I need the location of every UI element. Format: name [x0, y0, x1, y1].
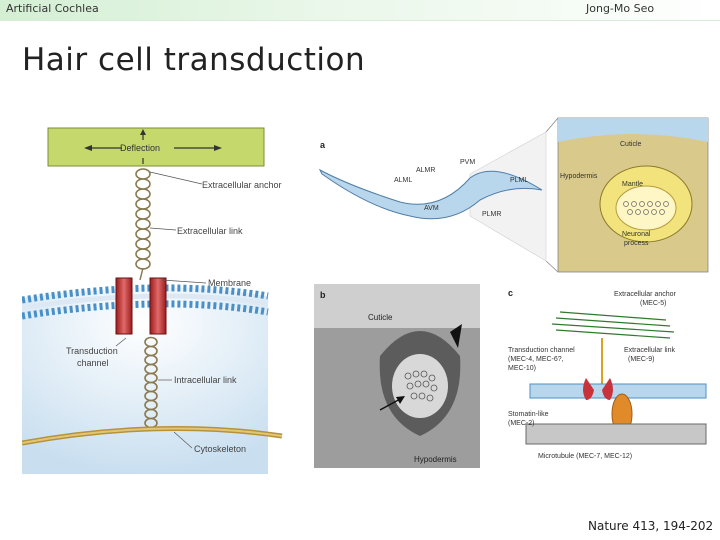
svg-text:PLMR: PLMR	[482, 211, 501, 218]
extracellular-anchor-label: Extracellular anchor	[202, 180, 282, 190]
panel-a-cross-section: Cuticle Hypodermis Mantle Neuronal proce…	[557, 117, 709, 273]
svg-text:(MEC-2): (MEC-2)	[508, 420, 534, 427]
svg-text:Cuticle: Cuticle	[620, 141, 642, 148]
svg-text:(MEC-4, MEC-6?,: (MEC-4, MEC-6?,	[508, 356, 564, 363]
intracellular-spring	[144, 336, 158, 429]
svg-text:AVM: AVM	[424, 205, 439, 212]
author-name: Jong-Mo Seo	[586, 2, 655, 15]
course-title: Artificial Cochlea	[6, 2, 99, 15]
membrane-label: Membrane	[208, 278, 251, 288]
panel-b: b Cuticle Hypodermis	[314, 284, 480, 468]
channel-subunit-right	[149, 277, 167, 335]
deflection-label: Deflection	[120, 143, 160, 153]
svg-text:Extracellular anchor: Extracellular anchor	[614, 291, 677, 298]
svg-text:Mantle: Mantle	[622, 181, 643, 188]
panel-a-label: a	[320, 140, 326, 150]
svg-text:(MEC-9): (MEC-9)	[628, 356, 654, 363]
svg-text:Stomatin-like: Stomatin-like	[508, 411, 549, 418]
touch-receptor-figure: a PVM ALMR ALML AVM PLML PLMR Cuticle Hy…	[310, 117, 709, 468]
hair-cell-diagram: Deflection Extracellular anchor Extracel…	[22, 127, 283, 474]
mec5-fibers	[551, 311, 675, 339]
svg-text:Neuronal: Neuronal	[622, 231, 651, 238]
svg-text:Hypodermis: Hypodermis	[560, 173, 598, 180]
svg-text:process: process	[624, 240, 649, 247]
panel-b-label: b	[320, 290, 326, 300]
transduction-channel-label: Transduction	[66, 346, 118, 356]
svg-text:ALMR: ALMR	[416, 167, 435, 174]
svg-text:ALML: ALML	[394, 177, 412, 184]
svg-text:PVM: PVM	[460, 159, 475, 166]
svg-text:Hypodermis: Hypodermis	[414, 455, 457, 464]
svg-text:channel: channel	[77, 358, 109, 368]
worm-body	[318, 168, 543, 220]
panel-c-label: c	[508, 288, 513, 298]
extracellular-link-label: Extracellular link	[177, 226, 243, 236]
svg-text:Cuticle: Cuticle	[368, 313, 393, 322]
svg-text:Extracellular link: Extracellular link	[624, 347, 675, 354]
svg-text:MEC-10): MEC-10)	[508, 365, 536, 372]
svg-text:Microtubule (MEC-7, MEC-12): Microtubule (MEC-7, MEC-12)	[538, 453, 632, 460]
panel-a: a PVM ALMR ALML AVM PLML PLMR	[310, 117, 559, 273]
citation: Nature 413, 194-202	[588, 519, 714, 533]
cytoskeleton-label: Cytoskeleton	[194, 444, 246, 454]
svg-text:(MEC-5): (MEC-5)	[640, 300, 666, 307]
intracellular-link-label: Intracellular link	[174, 375, 237, 385]
extracellular-spring	[135, 168, 151, 270]
microtubule-bundle	[525, 423, 707, 445]
svg-text:PLML: PLML	[510, 177, 528, 184]
deflection-bar	[47, 127, 265, 167]
svg-text:Transduction channel: Transduction channel	[508, 347, 575, 354]
slide-title: Hair cell transduction	[22, 42, 366, 78]
channel-subunit-left	[115, 277, 133, 335]
header-bar: Artificial Cochlea Jong-Mo Seo	[0, 0, 720, 21]
panel-c: c Extracellular anchor (MEC-5) Transduct…	[508, 288, 707, 460]
